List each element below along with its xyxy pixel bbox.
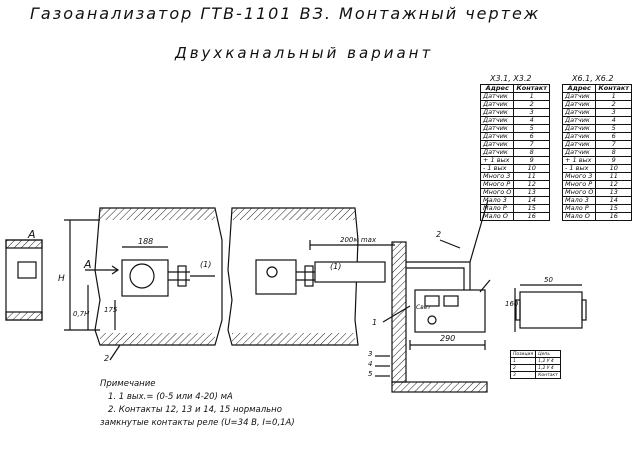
cable-duct — [314, 261, 386, 283]
address-cell: 3 — [509, 371, 537, 379]
sensor-1-dial — [129, 263, 155, 289]
dim-290-label: 290 — [440, 334, 456, 343]
table2-caption: X6.1, X6.2 — [572, 74, 614, 83]
dim-175-label: 175 — [104, 306, 118, 314]
contact-cell: 16 — [595, 212, 632, 221]
position-table-header: Позиция — [509, 350, 537, 358]
contact-cell: 1,2 У 4 — [535, 357, 561, 365]
lead-1a-label: (1) — [200, 260, 212, 269]
address-cell: Мало О — [561, 212, 597, 221]
table1-caption: X3.1, X3.2 — [490, 74, 532, 83]
lead-2b-label: 2 — [436, 230, 442, 239]
contact-cell: Контакт — [535, 371, 561, 379]
sensor-2 — [255, 259, 297, 295]
lead-2a-label: 2 — [104, 354, 110, 363]
notes-block: Примечание 1. 1 вых.= (0-5 или 4-20) мА … — [100, 378, 295, 430]
lead-4-label: 4 — [368, 360, 373, 368]
contact-cell: 1,2 У 4 — [535, 364, 561, 372]
sensor-1 — [121, 259, 169, 297]
contact-cell: 16 — [513, 212, 551, 221]
lead-5-label: 5 — [368, 370, 373, 378]
sensor-label: Свет — [416, 304, 431, 311]
notes-heading: Примечание — [100, 379, 156, 389]
lead-1b-label: (1) — [330, 262, 342, 271]
lead-3-label: 3 — [368, 350, 373, 358]
page-subtitle: Двухканальный вариант — [175, 44, 434, 62]
lead-1-label: 1 — [372, 318, 378, 327]
address-cell: 1 — [509, 357, 537, 365]
wall-section-a — [5, 239, 43, 321]
address-cell: 2 — [509, 364, 537, 372]
dim-200m-label: 200м max — [340, 236, 377, 244]
position-table-header: Цепь — [535, 350, 561, 358]
arrow-a-label: A — [84, 258, 92, 271]
notes-line-3: замкнутые контакты реле (U=34 В, I=0,1А) — [100, 418, 295, 428]
dim-07h-label: 0,7H — [73, 310, 90, 318]
dim-50-label: 50 — [544, 276, 553, 284]
analyzer-side-view — [519, 291, 583, 329]
address-cell: Мало О — [479, 212, 515, 221]
dim-h-label: H — [58, 274, 65, 284]
analyzer-unit — [414, 289, 486, 333]
dim-188-label: 188 — [138, 237, 154, 246]
view-a-label: A — [28, 228, 36, 241]
notes-line-2: 2. Контакты 12, 13 и 14, 15 нормально — [108, 405, 282, 415]
notes-line-1: 1. 1 вых.= (0-5 или 4-20) мА — [108, 392, 233, 402]
dim-160-label: 160 — [505, 300, 519, 308]
page-title: Газоанализатор ГТВ-1101 ВЗ. Монтажный че… — [30, 4, 541, 23]
